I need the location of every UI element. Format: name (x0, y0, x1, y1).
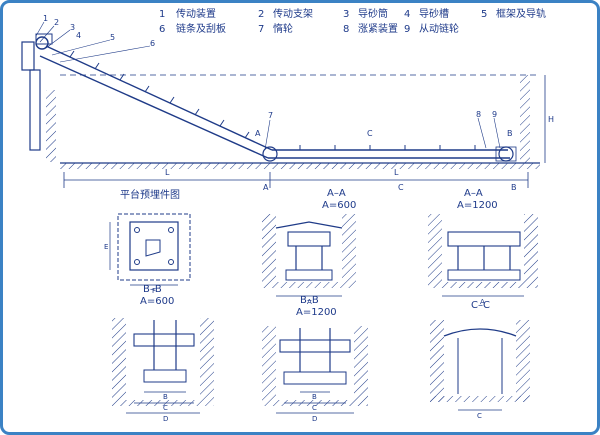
section-bb-1200-sub: A=1200 (296, 307, 337, 318)
part-number-6: 6 (150, 39, 155, 48)
legend-item-2: 传动支架 (273, 8, 313, 20)
section-aa-1200 (428, 214, 538, 297)
aa600-dim-a: A (307, 298, 312, 306)
legend-num-4: 4 (404, 9, 410, 20)
section-titles: 平台预埋件图 A–A A=600 A–A A=1200 B–B A=600 B–… (120, 188, 498, 318)
legend-num-7: 7 (258, 24, 264, 35)
section-aa-1200-sub: A=1200 (457, 200, 498, 211)
section-mark-b-bottom: B (511, 183, 517, 192)
embed-plate (129, 221, 179, 271)
legend: 传动装置 1 2 传动支架 3 导砂筒 4 导砂槽 5 框架及导轨 6 链条及刮… (159, 7, 546, 35)
section-cc-title: C–C (471, 300, 490, 311)
legend-item-3: 导砂筒 (358, 7, 388, 20)
section-aa-600-sub: A=600 (322, 200, 356, 211)
tension-unit (495, 146, 517, 162)
part-number-7: 7 (268, 111, 273, 120)
dim-label-h: H (548, 115, 554, 124)
section-mark-a-main: A (255, 129, 261, 138)
drive-tower (21, 41, 35, 71)
part-number-4: 4 (76, 31, 81, 40)
section-cc (430, 320, 530, 411)
part-number-9: 9 (492, 110, 497, 119)
section-mark-c-main: C (367, 129, 373, 138)
conveyor-elevation (21, 21, 546, 188)
legend-num-3: 3 (343, 9, 349, 20)
embed-outline (117, 213, 191, 281)
main-dimension-labels: L L A C B H A C B (165, 115, 554, 192)
floor-hatch (60, 163, 540, 169)
legend-num-6: 6 (159, 24, 165, 35)
section-bb-600-sub: A=600 (140, 296, 174, 307)
cc-dim-c: C (477, 412, 482, 420)
bb600-dim-d: D (163, 415, 168, 423)
aa1200-dim-a: A (480, 298, 485, 306)
bb1200-dim-b: B (312, 393, 317, 401)
section-aa-600 (262, 214, 356, 297)
legend-item-9: 从动链轮 (419, 22, 459, 35)
legend-item-1: 传动装置 (176, 7, 216, 20)
section-bb-1200-title: B–B (300, 295, 319, 306)
horizontal-scrapers (299, 145, 476, 150)
part-number-8: 8 (476, 110, 481, 119)
incline-scrapers (69, 50, 250, 139)
part-numbers: 1 2 3 4 5 6 7 8 9 (43, 14, 497, 120)
drive-unit (35, 33, 53, 45)
drive-support (29, 69, 41, 151)
section-mark-a-bottom: A (263, 183, 269, 192)
part-number-1: 1 (43, 14, 48, 23)
section-bb-600 (112, 318, 214, 414)
leader-lines (35, 21, 501, 151)
legend-num-8: 8 (343, 24, 349, 35)
platform-embed-plan (109, 213, 191, 286)
dim-label-l2: L (394, 168, 399, 177)
bb600-dim-c: C (163, 404, 168, 412)
section-bb-1200 (262, 326, 368, 414)
bb600-dim-b: B (163, 393, 168, 401)
pit-wall-right (520, 75, 530, 163)
bb1200-dim-c: C (312, 404, 317, 412)
legend-item-8: 涨紧装置 (358, 22, 398, 35)
section-aa-600-title: A–A (327, 188, 346, 199)
legend-num-2: 2 (258, 9, 264, 20)
legend-num-9: 9 (404, 24, 410, 35)
section-mark-b-main: B (507, 129, 513, 138)
legend-item-6: 链条及刮板 (176, 22, 226, 35)
legend-item-7: 惰轮 (273, 22, 293, 35)
part-number-3: 3 (70, 23, 75, 32)
legend-num-1: 1 (159, 9, 165, 20)
section-bb-600-title: B–B (143, 284, 162, 295)
pit-wall-left (46, 90, 56, 162)
section-aa-1200-title: A–A (464, 188, 483, 199)
bb1200-dim-d: D (312, 415, 317, 423)
idler-wheel (262, 146, 278, 162)
embed-dim-f: F (152, 287, 156, 295)
legend-item-5: 框架及导轨 (496, 7, 546, 20)
platform-embed-title: 平台预埋件图 (120, 188, 180, 201)
legend-item-4: 导砂槽 (419, 7, 449, 20)
incline-top-rail (45, 45, 273, 151)
embed-dim-e: E (104, 243, 108, 251)
section-mark-c-bottom: C (398, 183, 404, 192)
part-number-2: 2 (54, 18, 59, 27)
legend-num-5: 5 (481, 9, 487, 20)
dim-label-l1: L (165, 168, 170, 177)
incline-bottom-rail (39, 55, 269, 159)
part-number-5: 5 (110, 33, 115, 42)
